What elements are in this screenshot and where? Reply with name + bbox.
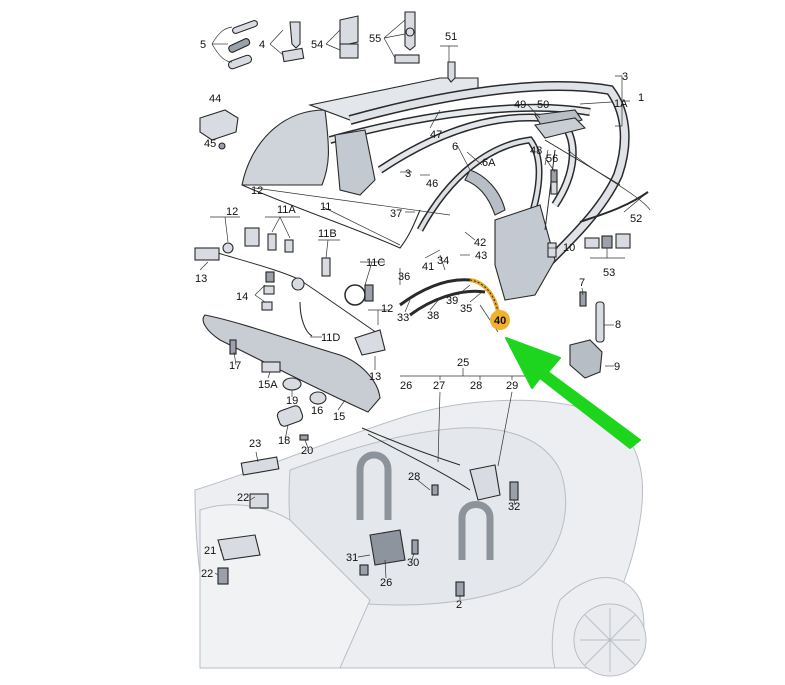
label-22-top: 22	[237, 492, 249, 504]
label-52: 52	[630, 213, 642, 225]
highlight-marker-40	[490, 310, 510, 330]
label-40: 40	[494, 315, 506, 327]
lower-parts	[217, 493, 465, 597]
label-51: 51	[445, 31, 457, 43]
label-37: 37	[390, 208, 402, 220]
bracket-44	[199, 109, 239, 150]
label-42: 42	[474, 237, 486, 249]
label-15A: 15A	[258, 379, 278, 391]
label-17: 17	[229, 360, 241, 372]
label-49: 49	[514, 99, 526, 111]
label-1: 1	[638, 92, 644, 104]
label-11D: 11D	[321, 332, 340, 344]
label-9: 9	[614, 361, 620, 373]
label-10: 10	[563, 242, 575, 254]
left-mechanism	[194, 227, 386, 476]
label-14: 14	[236, 291, 248, 303]
label-1A: 1A	[614, 98, 628, 110]
label-28-top: 28	[470, 380, 482, 392]
drain-hoses	[399, 278, 500, 317]
strut-and-bracket	[569, 291, 605, 379]
label-43: 43	[475, 250, 487, 262]
label-12-mid: 12	[226, 206, 238, 218]
label-3: 3	[622, 71, 628, 83]
label-16: 16	[311, 405, 323, 417]
label-44: 44	[209, 93, 221, 105]
cable-52	[579, 191, 649, 223]
bolts-56	[550, 169, 558, 195]
label-6A: 6A	[482, 157, 496, 169]
label-8: 8	[615, 319, 621, 331]
label-56: 56	[546, 153, 558, 165]
label-46: 46	[426, 178, 438, 190]
cable-cluster-25	[361, 427, 519, 501]
label-4: 4	[259, 39, 265, 51]
label-11C: 11C	[366, 257, 385, 269]
label-28-mid: 28	[408, 471, 420, 483]
label-48: 48	[530, 145, 542, 157]
label-38: 38	[427, 310, 439, 322]
label-27: 27	[433, 380, 445, 392]
label-47: 47	[430, 129, 442, 141]
label-12-top: 12	[251, 185, 263, 197]
label-53: 53	[603, 267, 615, 279]
label-6: 6	[452, 141, 458, 153]
roll-bars	[356, 451, 494, 560]
label-15: 15	[333, 411, 345, 423]
label-21: 21	[204, 545, 216, 557]
label-36: 36	[398, 271, 410, 283]
green-pointer-arrow	[505, 337, 641, 449]
label-11: 11	[320, 201, 331, 213]
label-32: 32	[508, 501, 520, 513]
label-20: 20	[301, 445, 313, 457]
label-41: 41	[422, 261, 434, 273]
label-19: 19	[286, 395, 298, 407]
label-13-left: 13	[195, 273, 207, 285]
label-3-lower: 3	[405, 168, 411, 180]
label-5: 5	[200, 39, 206, 51]
label-22-bottom: 22	[201, 568, 213, 580]
label-50: 50	[537, 99, 549, 111]
roof-frame	[241, 77, 630, 301]
leader-lines	[199, 19, 651, 600]
label-35: 35	[460, 303, 472, 315]
label-13-right: 13	[369, 371, 381, 383]
parts-53	[547, 233, 631, 258]
part-labels: 5 4 54 55 51 3 1A 1 44 45 49 50 47 48 6 …	[195, 31, 644, 611]
top-small-parts	[227, 11, 456, 83]
car-body	[194, 399, 647, 677]
label-26-bottom: 26	[380, 577, 392, 589]
label-34: 34	[437, 255, 449, 267]
label-25: 25	[457, 357, 469, 369]
label-30: 30	[407, 557, 419, 569]
label-33: 33	[397, 312, 409, 324]
label-11B: 11B	[318, 228, 337, 240]
label-29: 29	[506, 380, 518, 392]
label-7: 7	[579, 277, 585, 289]
label-45: 45	[204, 138, 216, 150]
label-2: 2	[456, 599, 462, 611]
label-31: 31	[346, 552, 358, 564]
label-12-right: 12	[381, 303, 393, 315]
label-18: 18	[278, 435, 290, 447]
label-23: 23	[249, 438, 261, 450]
label-11A: 11A	[277, 204, 296, 216]
label-55: 55	[369, 33, 381, 45]
label-54: 54	[311, 39, 323, 51]
label-26-top: 26	[400, 380, 412, 392]
label-39: 39	[446, 295, 458, 307]
part-49-50	[534, 117, 587, 139]
